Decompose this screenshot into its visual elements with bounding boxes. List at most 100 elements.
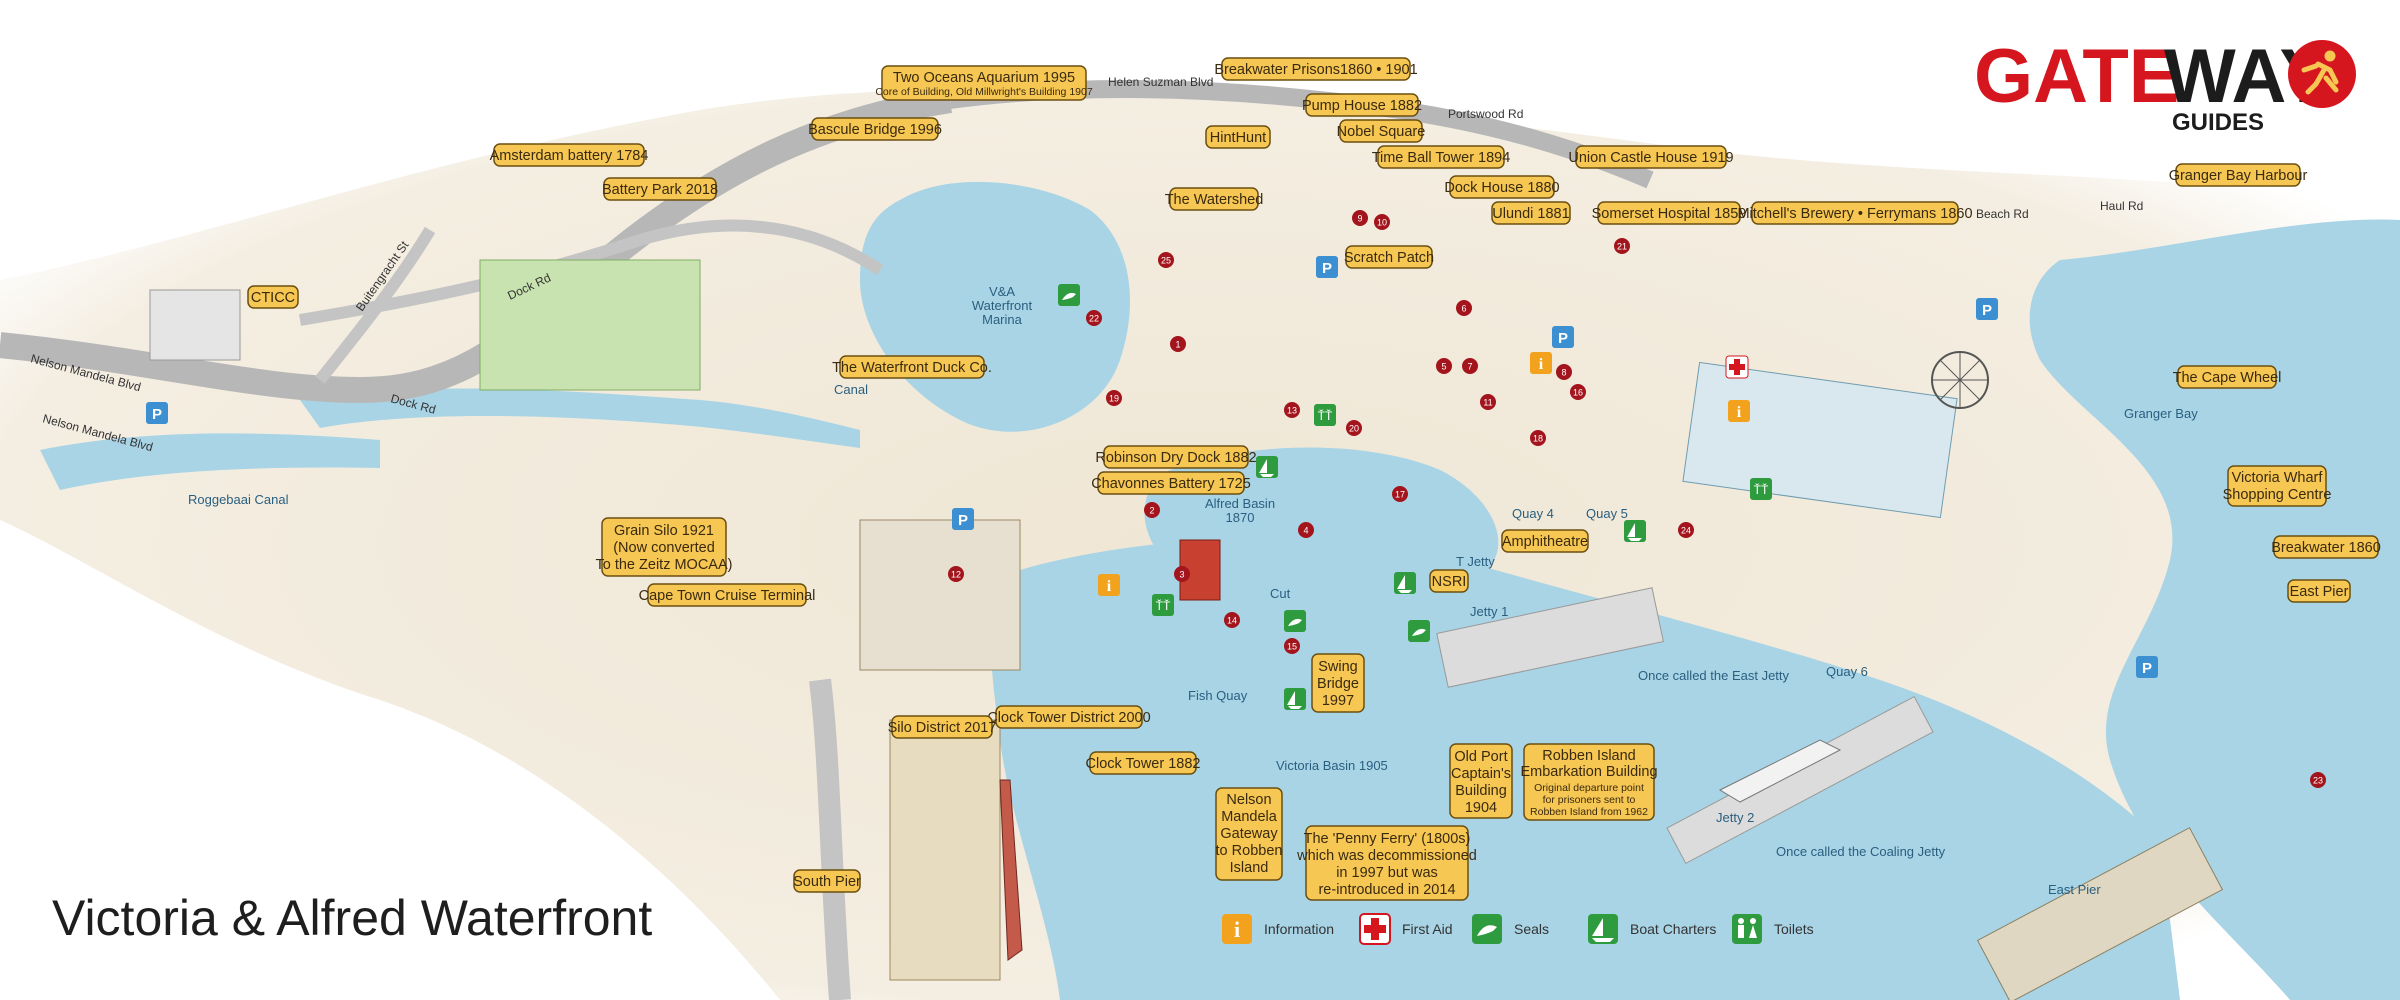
cruise-ship [1718, 739, 1842, 803]
callout-dock-house[interactable]: Dock House 1880 [1444, 175, 1560, 199]
map-marker[interactable]: 3 [1174, 566, 1190, 582]
callout-old-port-captains[interactable]: Old Port Captain's Building 1904 [1449, 743, 1513, 819]
map-marker[interactable]: 13 [1284, 402, 1300, 418]
boat-icon[interactable] [1284, 688, 1306, 710]
map-marker[interactable]: 25 [1158, 252, 1174, 268]
seal-icon[interactable] [1408, 620, 1430, 642]
map-marker[interactable]: 5 [1436, 358, 1452, 374]
callout-nobel-square[interactable]: Nobel Square [1337, 119, 1426, 143]
callout-the-watershed[interactable]: The Watershed [1165, 187, 1264, 211]
map-marker[interactable]: 19 [1106, 390, 1122, 406]
map-marker[interactable]: 15 [1284, 638, 1300, 654]
map-marker[interactable]: 21 [1614, 238, 1630, 254]
callout-nsri[interactable]: NSRI [1429, 569, 1469, 593]
map-marker[interactable]: 16 [1570, 384, 1586, 400]
boat-icon[interactable] [1624, 520, 1646, 542]
callout-east-pier[interactable]: East Pier [2287, 579, 2351, 603]
parking-icon[interactable]: P [146, 402, 168, 424]
marker-dot [1392, 486, 1408, 502]
callout-clock-tower[interactable]: Clock Tower 1882 [1086, 751, 1201, 775]
parking-icon[interactable]: P [952, 508, 974, 530]
callout-bascule-bridge[interactable]: Bascule Bridge 1996 [808, 117, 942, 141]
map-marker[interactable]: 24 [1678, 522, 1694, 538]
map-marker[interactable]: 4 [1298, 522, 1314, 538]
marker-number: 12 [951, 570, 961, 580]
map-marker[interactable]: 6 [1456, 300, 1472, 316]
callout-victoria-wharf[interactable]: Victoria Wharf Shopping Centre [2223, 465, 2332, 507]
map-marker[interactable]: 20 [1346, 420, 1362, 436]
callout-label: Cape Town Cruise Terminal [639, 588, 816, 604]
callout-time-ball-tower[interactable]: Time Ball Tower 1894 [1372, 145, 1511, 169]
map-marker[interactable]: 10 [1374, 214, 1390, 230]
parking-icon[interactable]: P [1976, 298, 1998, 320]
boat-icon[interactable] [1394, 572, 1416, 594]
map-marker[interactable]: 18 [1530, 430, 1546, 446]
callout-south-pier[interactable]: South Pier [793, 869, 861, 893]
seal-icon[interactable] [1058, 284, 1080, 306]
callout-robinson-dry-dock[interactable]: Robinson Dry Dock 1882 [1095, 445, 1257, 469]
callout-two-oceans-aquarium[interactable]: Two Oceans Aquarium 1995 Core of Buildin… [875, 65, 1093, 101]
map-marker[interactable]: 22 [1086, 310, 1102, 326]
boat-icon[interactable] [1256, 456, 1278, 478]
callout-clock-tower-district[interactable]: Clock Tower District 2000 [987, 705, 1151, 729]
parking-icon[interactable]: P [1552, 326, 1574, 348]
callout-pump-house[interactable]: Pump House 1882 [1302, 93, 1422, 117]
callout-breakwater-1860[interactable]: Breakwater 1860 [2271, 535, 2381, 559]
map-marker[interactable]: 17 [1392, 486, 1408, 502]
brand-word-guides: GUIDES [2172, 109, 2264, 136]
callout-cruise-terminal[interactable]: Cape Town Cruise Terminal [639, 583, 816, 607]
seal-icon[interactable] [1284, 610, 1306, 632]
water-label-canal: Canal [834, 382, 868, 397]
map-marker[interactable]: 12 [948, 566, 964, 582]
callout-hinthunt[interactable]: HintHunt [1205, 125, 1271, 149]
gateway-guides-logo[interactable]: GATE WAY GUIDES [1974, 34, 2356, 136]
buitengracht-road [315, 226, 436, 384]
callout-granger-bay-harbour[interactable]: Granger Bay Harbour [2169, 163, 2308, 187]
toilets-icon[interactable]: ŤŤ [1152, 594, 1174, 616]
toilets-icon[interactable]: ŤŤ [1314, 404, 1336, 426]
parking-icon[interactable]: P [1316, 256, 1338, 278]
map-marker[interactable]: 8 [1556, 364, 1572, 380]
callout-penny-ferry[interactable]: The 'Penny Ferry' (1800s) which was deco… [1296, 825, 1477, 901]
map-marker[interactable]: 9 [1352, 210, 1368, 226]
callout-scratch-patch[interactable]: Scratch Patch [1344, 245, 1434, 269]
map-marker[interactable]: 14 [1224, 612, 1240, 628]
callout-somerset-hospital[interactable]: Somerset Hospital 1859 [1592, 201, 1747, 225]
info-icon[interactable]: i [1728, 400, 1750, 422]
legend-item-boat-charters: Boat Charters [1588, 914, 1716, 944]
marker-number: 16 [1573, 388, 1583, 398]
callout-label: Chavonnes Battery 1725 [1091, 476, 1251, 492]
callout-nelson-mandela-gateway[interactable]: Nelson Mandela Gateway to Robben Island [1215, 787, 1283, 881]
info-icon[interactable]: i [1098, 574, 1120, 596]
callout-cape-wheel[interactable]: The Cape Wheel [2173, 365, 2282, 389]
callout-chavonnes-battery[interactable]: Chavonnes Battery 1725 [1091, 471, 1251, 495]
callout-grain-silo[interactable]: Grain Silo 1921 (Now converted To the Ze… [596, 517, 733, 577]
callout-waterfront-duck-co[interactable]: The Waterfront Duck Co. [832, 355, 992, 379]
silo-district-building [859, 519, 1021, 671]
callout-mitchells-brewery[interactable]: Mitchell's Brewery • Ferrymans 1860 [1737, 201, 1973, 225]
callout-label: Robinson Dry Dock 1882 [1095, 450, 1256, 466]
callout-swing-bridge[interactable]: Swing Bridge 1997 [1311, 653, 1365, 713]
callout-amphitheatre[interactable]: Amphitheatre [1501, 529, 1589, 553]
callout-union-castle-house[interactable]: Union Castle House 1919 [1568, 145, 1734, 169]
marker-number: 25 [1161, 256, 1171, 266]
first-aid-icon[interactable] [1725, 355, 1749, 379]
map-marker[interactable]: 11 [1480, 394, 1496, 410]
callout-amsterdam-battery[interactable]: Amsterdam battery 1784 [490, 143, 649, 167]
map-marker[interactable]: 2 [1144, 502, 1160, 518]
map-marker[interactable]: 1 [1170, 336, 1186, 352]
marker-number: 9 [1357, 214, 1362, 224]
callout-silo-district[interactable]: Silo District 2017 [888, 715, 997, 739]
toilets-icon[interactable]: ŤŤ [1750, 478, 1772, 500]
callout-battery-park[interactable]: Battery Park 2018 [602, 177, 718, 201]
info-icon[interactable]: i [1530, 352, 1552, 374]
parking-icon[interactable]: P [2136, 656, 2158, 678]
callout-ctic[interactable]: CTICC [247, 285, 299, 309]
callout-robben-island-embarkation[interactable]: Robben Island Embarkation Building Origi… [1520, 743, 1658, 821]
map-marker[interactable]: 7 [1462, 358, 1478, 374]
map-marker[interactable]: 23 [2310, 772, 2326, 788]
callout-breakwater-prisons[interactable]: Breakwater Prisons1860 • 1901 [1214, 57, 1418, 81]
marker-dot [1144, 502, 1160, 518]
callout-ulundi[interactable]: Ulundi 1881 [1491, 201, 1571, 225]
